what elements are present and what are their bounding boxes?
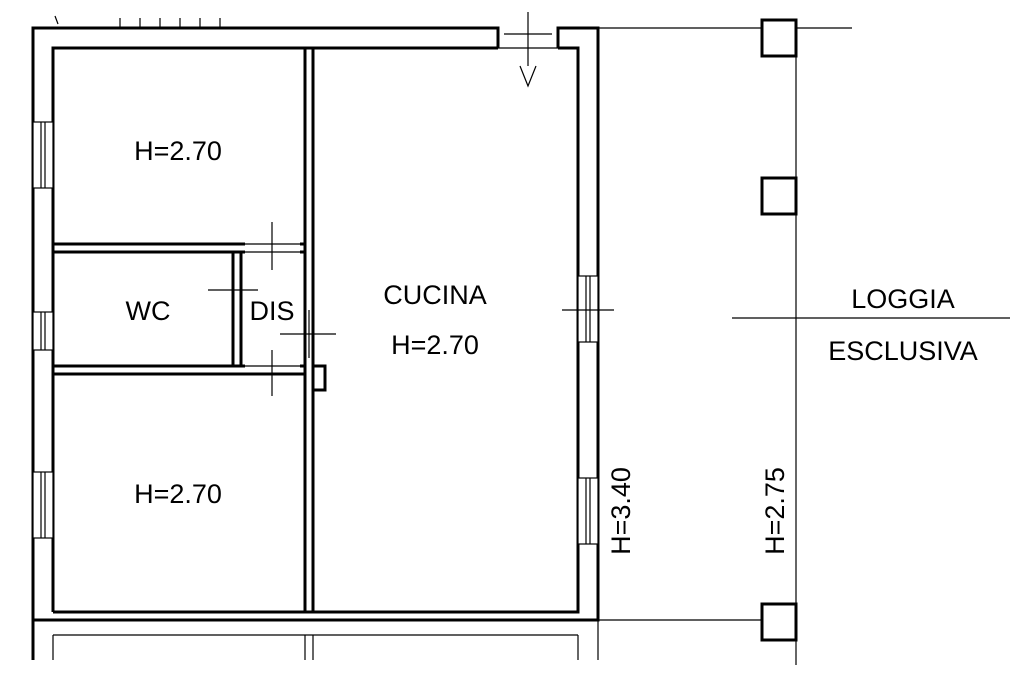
room-bottom-left-height: H=2.70 bbox=[134, 479, 222, 509]
room-top-left-height: H=2.70 bbox=[134, 136, 222, 166]
left-windows bbox=[32, 121, 54, 539]
door-marks bbox=[208, 12, 552, 396]
loggia bbox=[598, 18, 1010, 665]
height-340-label: H=3.40 bbox=[606, 467, 636, 555]
outer-walls bbox=[31, 15, 600, 660]
right-windows bbox=[562, 275, 614, 545]
height-275-label: H=2.75 bbox=[760, 467, 790, 555]
wc-label: WC bbox=[126, 296, 171, 326]
lower-walls bbox=[52, 620, 599, 660]
interior-walls bbox=[53, 48, 327, 612]
kitchen-name-label: CUCINA bbox=[383, 280, 487, 310]
dis-label: DIS bbox=[249, 296, 294, 326]
loggia-label-line2: ESCLUSIVA bbox=[828, 336, 978, 366]
loggia-label-line1: LOGGIA bbox=[851, 284, 955, 314]
kitchen-height-label: H=2.70 bbox=[391, 330, 479, 360]
